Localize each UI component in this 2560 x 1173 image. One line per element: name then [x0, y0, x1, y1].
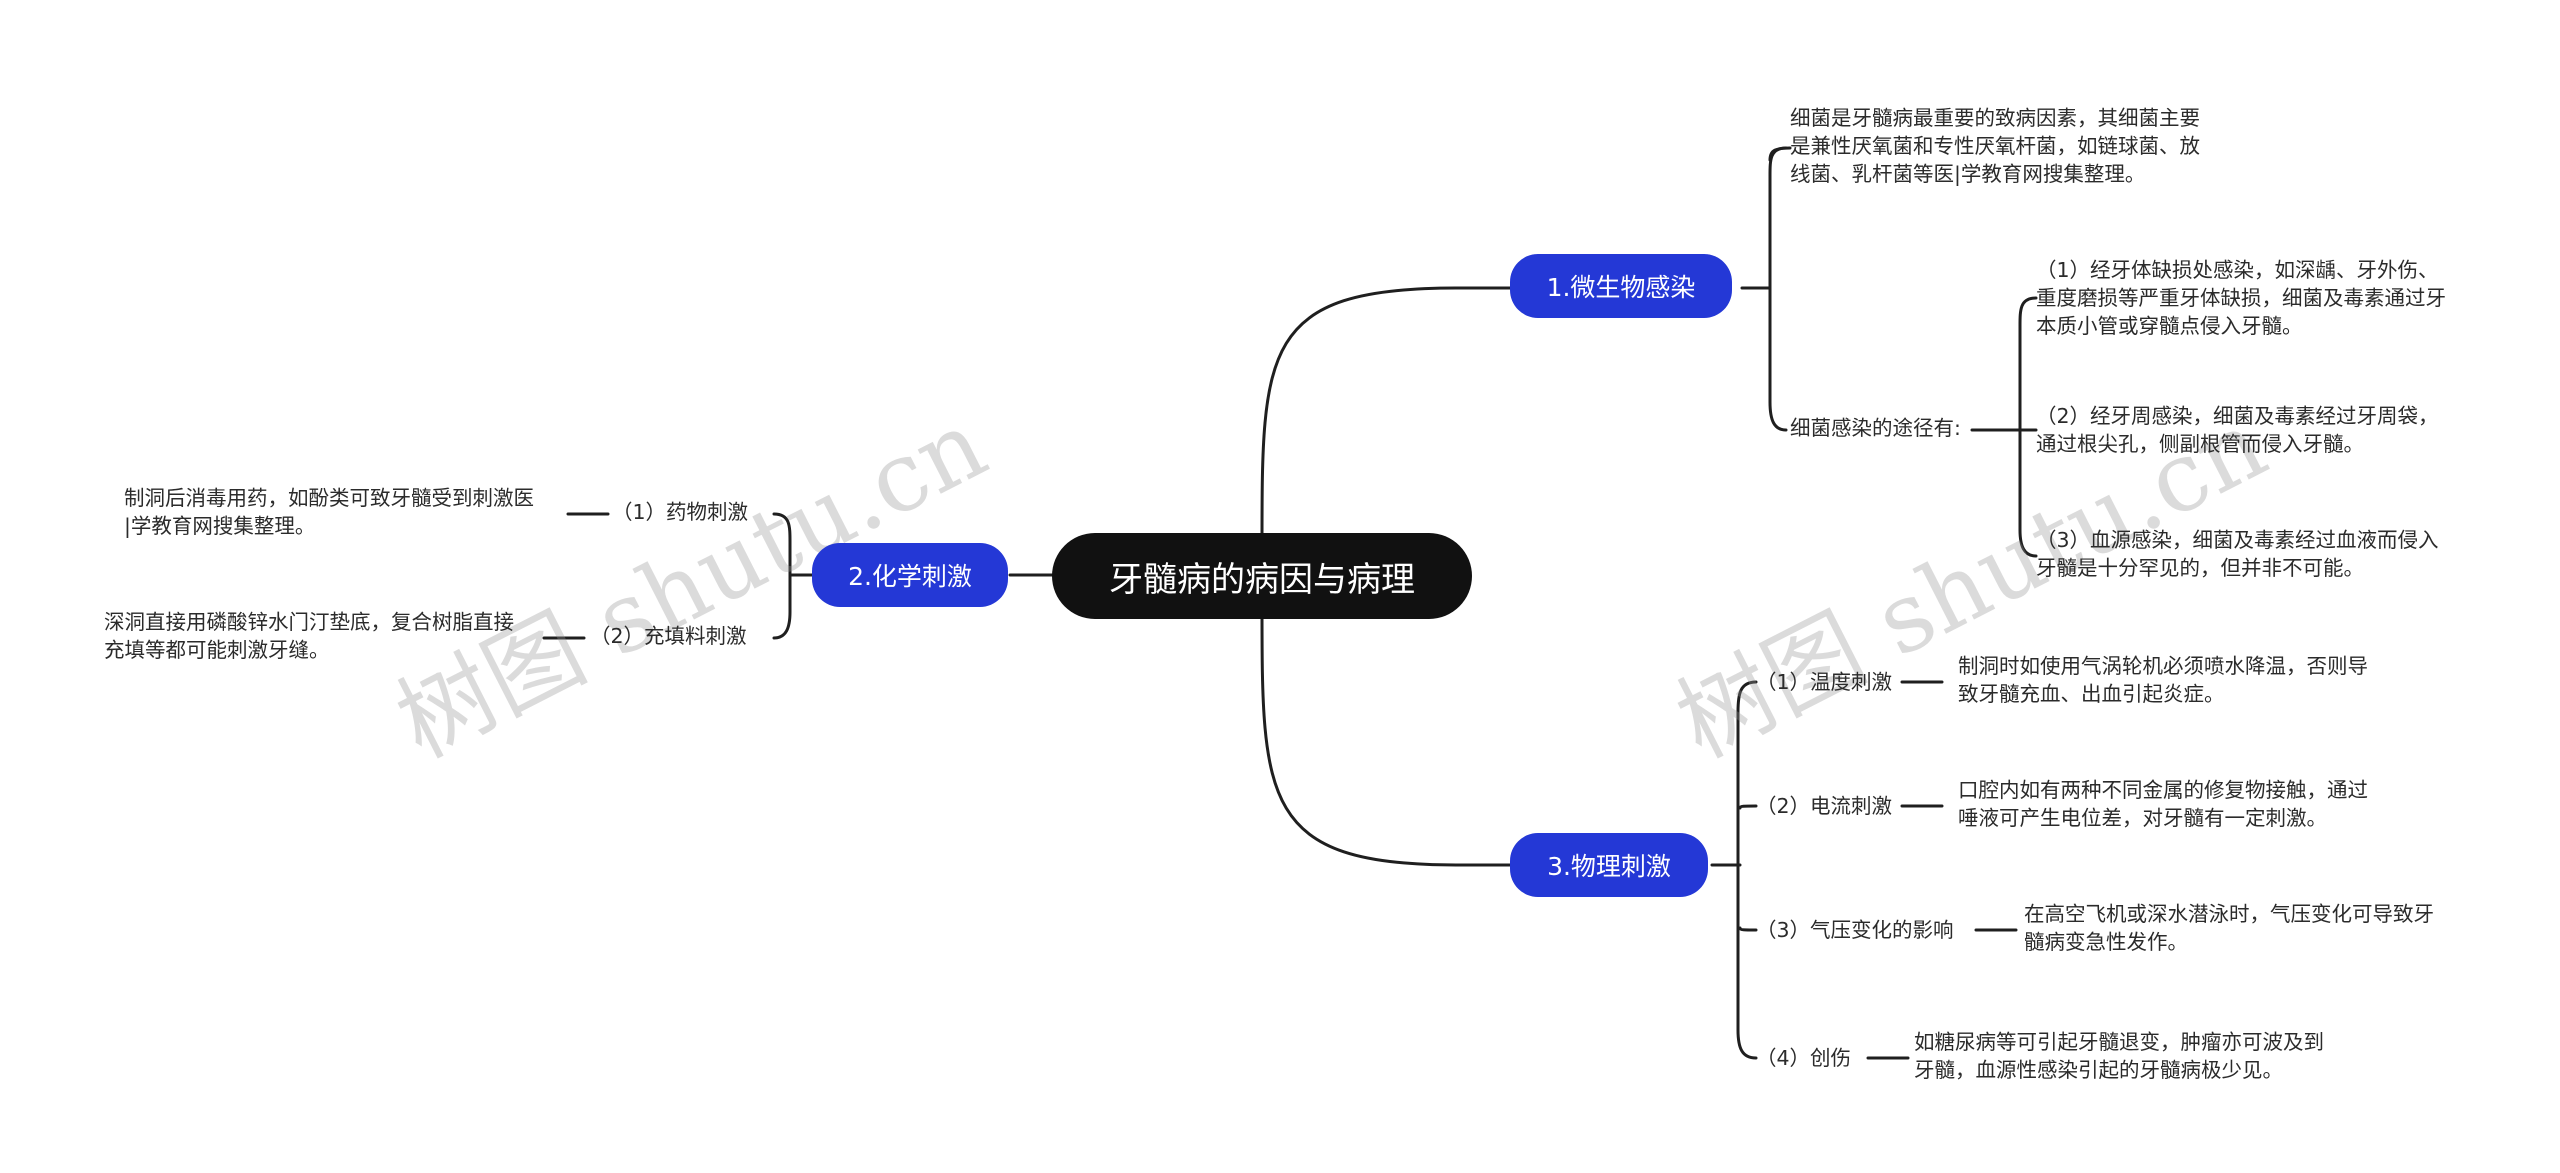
physical-item-1-label: （1）温度刺激	[1756, 670, 1893, 694]
physical-item-4-label: （4）创伤	[1756, 1046, 1852, 1070]
link-root-branch3	[1260, 603, 1522, 867]
physical-item-3-label: （3）气压变化的影响	[1756, 918, 1954, 942]
physical-item-4-detail: 如糖尿病等可引起牙髓退变，肿瘤亦可波及到 牙髓，血源性感染引起的牙髓病极少见。	[1914, 1030, 2324, 1082]
physical-item-3-detail: 在高空飞机或深水潜泳时，气压变化可导致牙 髓病变急性发作。	[2024, 902, 2434, 954]
physical-item-1-detail: 制洞时如使用气涡轮机必须喷水降温，否则导 致牙髓充血、出血引起炎症。	[1958, 654, 2368, 706]
chemical-item-1-label: （1）药物刺激	[612, 500, 749, 524]
route-item-3: （3）血源感染，细菌及毒素经过血液而侵入 牙髓是十分罕见的，但并非不可能。	[2036, 528, 2439, 580]
physical-item-2-label: （2）电流刺激	[1756, 794, 1893, 818]
link-b3-mid3	[1738, 926, 1758, 932]
link-route-bracket	[1970, 296, 2038, 558]
link-branch1-cause	[1768, 146, 1792, 162]
branch-chemical-stimulation[interactable]: 2.化学刺激	[812, 543, 1008, 607]
link-root-branch1	[1260, 286, 1522, 547]
link-branch1-bracket	[1740, 146, 1788, 432]
microbial-cause-text: 细菌是牙髓病最重要的致病因素，其细菌主要 是兼性厌氧菌和专性厌氧杆菌，如链球菌、…	[1790, 106, 2200, 186]
chemical-item-1-detail: 制洞后消毒用药，如酚类可致牙髓受到刺激医 |学教育网搜集整理。	[124, 486, 534, 538]
chemical-item-2-label: （2）充填料刺激	[590, 624, 747, 648]
branch-physical-stimulation[interactable]: 3.物理刺激	[1510, 833, 1708, 897]
route-item-1: （1）经牙体缺损处感染，如深龋、牙外伤、 重度磨损等严重牙体缺损，细菌及毒素通过…	[2036, 258, 2446, 338]
link-b3-mid2	[1738, 804, 1758, 810]
link-branch3-bracket	[1710, 680, 1758, 1060]
root-topic[interactable]: 牙髓病的病因与病理	[1052, 533, 1472, 619]
chemical-item-2-detail: 深洞直接用磷酸锌水门汀垫底，复合树脂直接 充填等都可能刺激牙缝。	[104, 610, 514, 662]
physical-item-2-detail: 口腔内如有两种不同金属的修复物接触，通过 唾液可产生电位差，对牙髓有一定刺激。	[1958, 778, 2368, 830]
link-branch2-bracket	[772, 512, 814, 640]
route-item-2: （2）经牙周感染，细菌及毒素经过牙周袋， 通过根尖孔，侧副根管而侵入牙髓。	[2036, 404, 2439, 456]
branch-microbial-infection[interactable]: 1.微生物感染	[1510, 254, 1732, 318]
infection-route-label: 细菌感染的途径有:	[1790, 416, 1961, 440]
